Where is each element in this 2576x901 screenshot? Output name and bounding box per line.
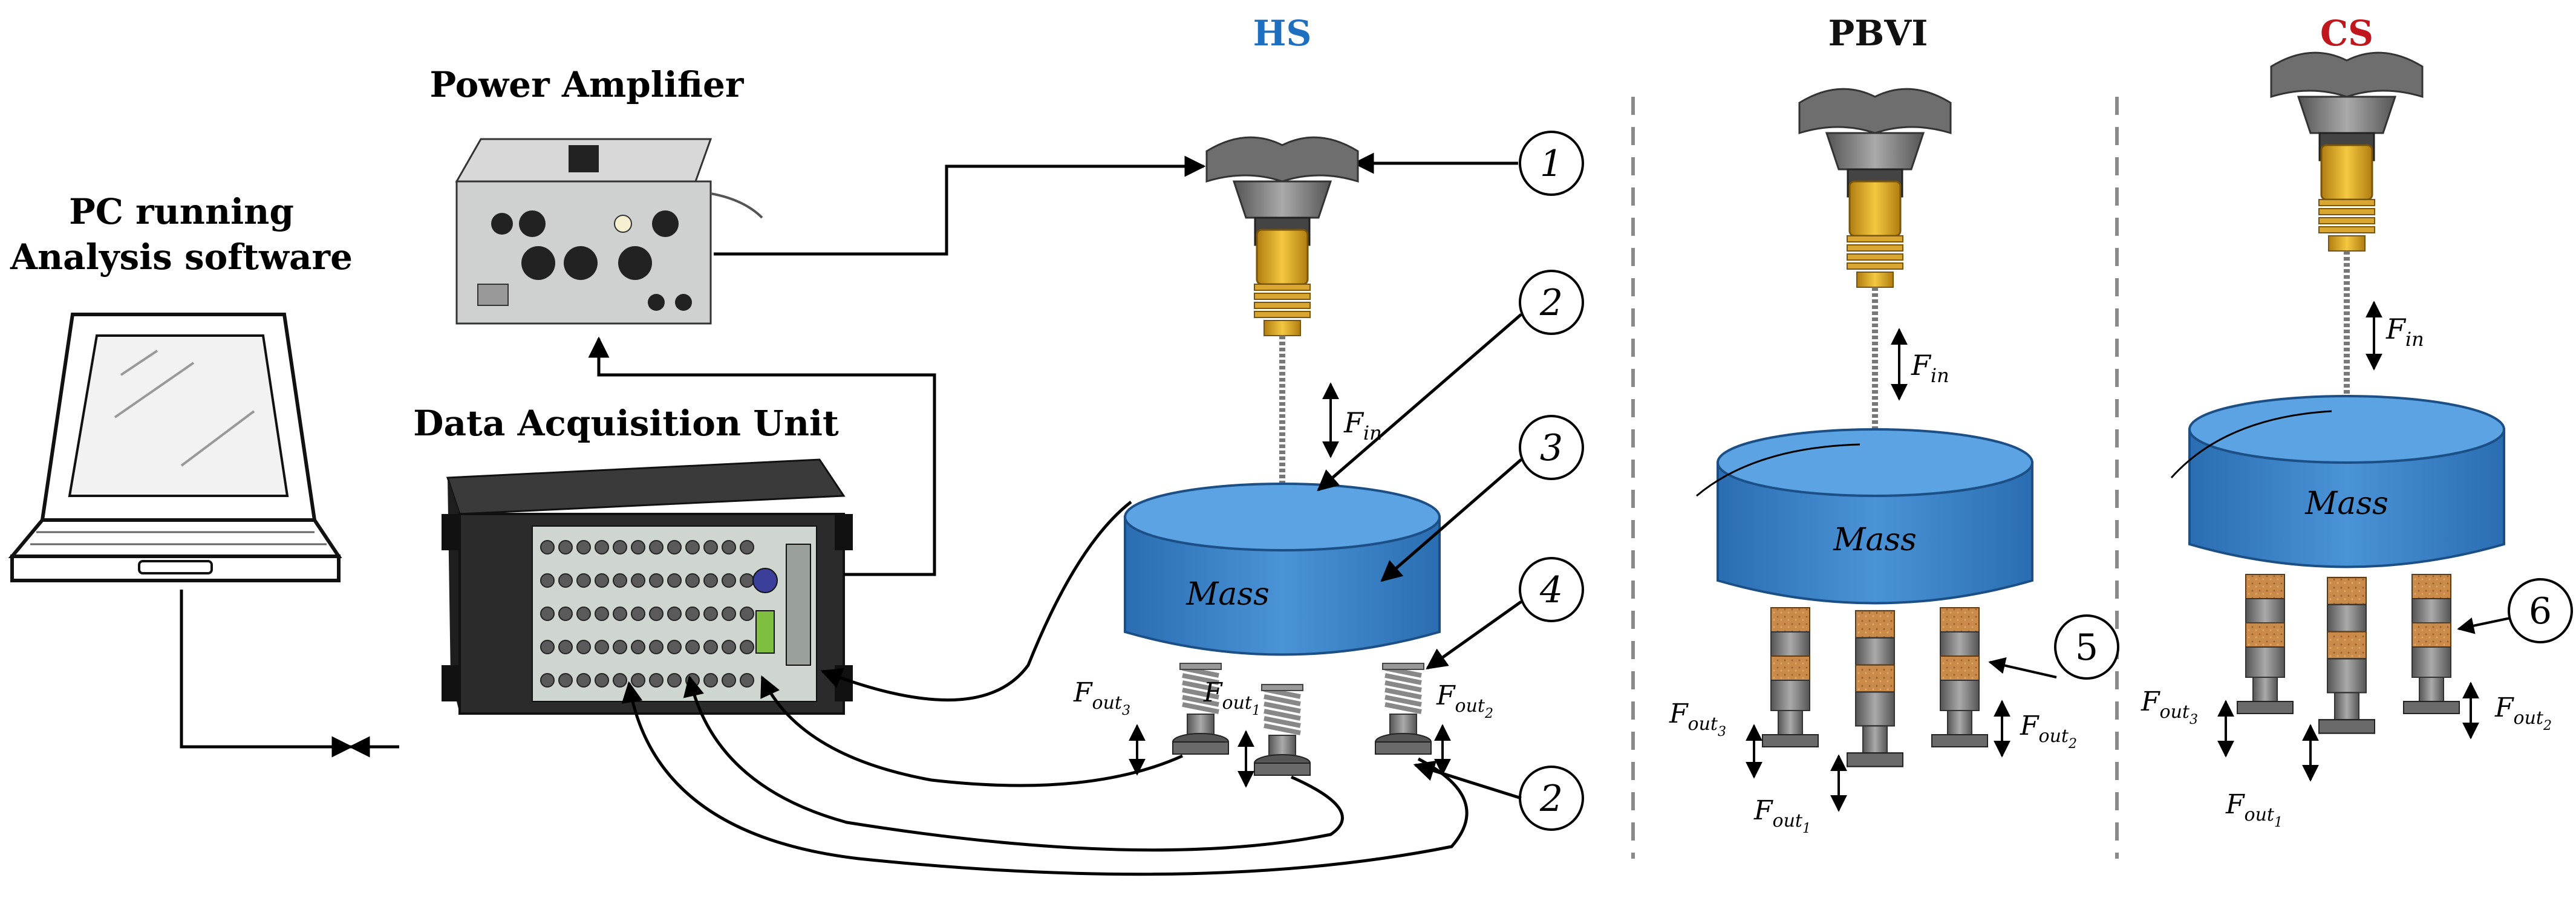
power-amplifier-label: Power Amplifier xyxy=(430,64,745,105)
power-amplifier-icon xyxy=(455,138,763,325)
cs-cork-mount-center xyxy=(2318,576,2376,734)
callout-6: 6 xyxy=(2529,590,2552,633)
bnc-connector-grid xyxy=(540,540,754,688)
hs-spring-mount-right xyxy=(1375,663,1431,754)
pbvi-f-out3-label: Fout3 xyxy=(1669,698,1726,740)
callout-4: 4 xyxy=(1539,569,1563,611)
pbvi-f-in-label: Fin xyxy=(1911,349,1949,387)
hs-mass-label: Mass xyxy=(1185,576,1270,613)
pc-label-line2: Analysis software xyxy=(10,236,353,278)
section-title-cs: CS xyxy=(2320,13,2373,54)
hs-f-out3-label: Fout3 xyxy=(1073,677,1130,718)
callout-1: 1 xyxy=(1540,143,1563,185)
hs-spring-mount-center xyxy=(1254,685,1310,775)
callout-5: 5 xyxy=(2075,626,2098,669)
hs-mass-icon xyxy=(1124,483,1441,656)
pbvi-f-out2-label: Fout2 xyxy=(2020,711,2077,752)
data-acquisition-icon xyxy=(442,458,853,715)
hs-f-out2-label: Fout2 xyxy=(1436,680,1493,721)
cs-stinger-icon xyxy=(2318,144,2376,252)
cs-f-out1-label: Fout1 xyxy=(2225,789,2283,830)
laptop-icon xyxy=(8,313,342,582)
pbvi-mass-label: Mass xyxy=(1833,522,1917,558)
pbvi-stinger-icon xyxy=(1846,180,1904,288)
cs-f-out2-label: Fout2 xyxy=(2494,692,2552,733)
section-title-pbvi: PBVI xyxy=(1828,13,1928,54)
callout-3: 3 xyxy=(1540,427,1563,469)
cs-cork-mount-right xyxy=(2403,574,2460,714)
signal-connections xyxy=(180,152,1518,758)
section-title-hs: HS xyxy=(1253,13,1312,54)
pbvi-cork-mount-center xyxy=(1846,610,1904,767)
hs-f-in-label: Fin xyxy=(1343,406,1382,444)
cs-f-out3-label: Fout3 xyxy=(2141,686,2198,727)
cs-cork-mount-left xyxy=(2237,574,2294,714)
pbvi-mass-icon xyxy=(1717,428,2033,605)
hs-stinger-icon xyxy=(1253,229,1311,337)
cs-mass-icon xyxy=(2188,395,2505,568)
pbvi-cork-mount-right xyxy=(1931,607,1988,747)
callout-2-bottom: 2 xyxy=(1539,778,1563,820)
callout-2-top: 2 xyxy=(1539,282,1563,324)
cs-mass-label: Mass xyxy=(2304,486,2389,522)
pbvi-f-out1-label: Fout1 xyxy=(1753,795,1811,836)
pc-label-line1: PC running xyxy=(69,191,294,232)
sensor-cables xyxy=(621,501,1469,876)
daq-label: Data Acquisition Unit xyxy=(413,403,839,444)
cs-f-in-label: Fin xyxy=(2385,313,2424,351)
pbvi-cork-mount-left xyxy=(1762,607,1819,747)
hs-f-out1-label: Fout1 xyxy=(1203,677,1260,718)
